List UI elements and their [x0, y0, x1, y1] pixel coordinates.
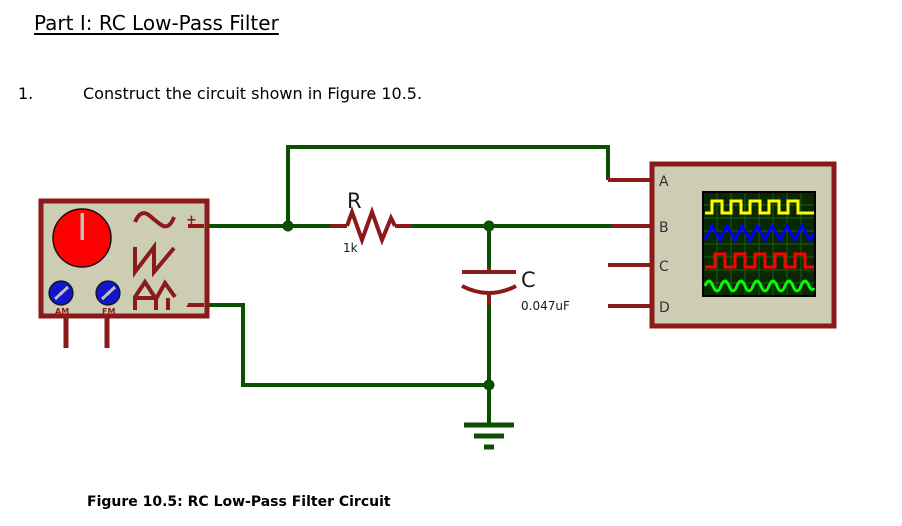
scope-channel-c-label: C	[659, 259, 669, 275]
resistor-ref-label: R	[347, 189, 362, 213]
am-knob-label: AM	[55, 307, 69, 316]
scope-channel-a-label: A	[659, 174, 669, 190]
function-generator[interactable]: AM FM + -	[38, 198, 210, 348]
resistor-value-label: 1k	[343, 241, 358, 255]
wire-network	[204, 145, 620, 423]
circuit-diagram: R 1k C 0.047uF AM FM	[0, 120, 902, 480]
sine-wave-icon[interactable]	[133, 211, 176, 229]
scope-trace-d	[703, 279, 816, 293]
figure-caption: Figure 10.5: RC Low-Pass Filter Circuit	[87, 494, 391, 510]
step-instruction-text: Construct the circuit shown in Figure 10…	[83, 84, 423, 103]
scope-trace-c	[705, 252, 814, 269]
sawtooth-wave-icon[interactable]	[133, 241, 176, 278]
scope-channel-b-label: B	[659, 220, 669, 236]
junction-ground-node	[483, 379, 495, 391]
junction-output-node	[483, 220, 495, 232]
fg-negative-terminal-label: -	[186, 299, 191, 314]
capacitor-value-label: 0.047uF	[521, 299, 570, 313]
scope-screen	[702, 191, 816, 297]
scope-channel-d-label: D	[659, 300, 670, 316]
wire-junctions	[282, 220, 495, 391]
junction-input-node	[282, 220, 294, 232]
resistor-symbol	[330, 206, 412, 246]
am-knob[interactable]	[48, 280, 74, 306]
fg-positive-terminal-label: +	[186, 213, 197, 228]
square-wave-icon[interactable]	[133, 296, 158, 310]
oscilloscope[interactable]: A B C D	[608, 161, 837, 329]
fm-knob[interactable]	[95, 280, 121, 306]
capacitor-ref-label: C	[521, 268, 536, 292]
capacitor-symbol	[461, 267, 517, 305]
fm-knob-label: FM	[102, 307, 115, 316]
step-number: 1.	[18, 84, 34, 103]
ground-symbol	[464, 422, 514, 450]
wire-source-negative	[204, 303, 489, 387]
page-title: Part I: RC Low-Pass Filter	[34, 11, 279, 35]
scope-trace-b	[703, 222, 816, 244]
frequency-knob[interactable]	[52, 208, 112, 268]
scope-trace-a	[705, 199, 814, 215]
wire-source-to-scope-a	[286, 145, 610, 226]
